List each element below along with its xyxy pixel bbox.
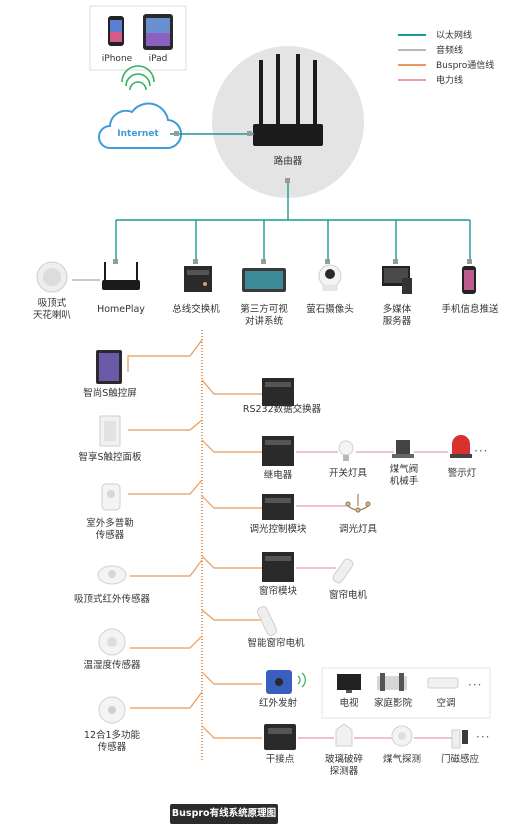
ir-sensor-label: 吸顶式红外传感器: [73, 594, 151, 605]
iphone-icon: [108, 16, 124, 46]
ceiling-speaker-label: 吸顶式天花喇叭: [32, 298, 72, 321]
curtain-motor-icon: [332, 558, 354, 584]
touch-panel-icon: [99, 415, 121, 447]
contact-more-ellipsis: ···: [476, 730, 491, 744]
multi-sensor-label: 12合1多功能传感器: [83, 730, 141, 753]
ir-emitter-label: 红外发射: [258, 698, 298, 709]
glass-break-detector-icon: [335, 723, 353, 747]
media-server-label: 多媒体服务器: [382, 304, 412, 327]
camera-label: 萤石摄像头: [306, 304, 354, 315]
home-theater-label: 家庭影院: [373, 698, 413, 709]
camera-icon: [318, 264, 342, 291]
dry-contact-label: 干接点: [265, 754, 295, 765]
tv-icon: [337, 674, 361, 693]
touch-panel-label: 智享S触控面板: [78, 452, 142, 463]
ceiling-speaker-icon: [36, 261, 68, 293]
internet-cloud-icon: [98, 102, 183, 150]
air-conditioner-label: 空调: [436, 698, 456, 709]
bulb-icon: [338, 440, 354, 461]
smart-curtain-motor-icon: [256, 606, 278, 636]
ipad-label: iPad: [148, 54, 168, 64]
ceiling-ir-sensor-icon: [97, 565, 127, 585]
temp-humidity-sensor-icon: [98, 628, 126, 656]
legend-line-ethernet: [398, 34, 426, 36]
touch-screen-icon: [96, 350, 122, 384]
iphone-label: iPhone: [101, 54, 133, 64]
gas-detector-icon: [391, 725, 413, 747]
warning-light-label: 警示灯: [447, 468, 477, 479]
smartphone-icon: [462, 266, 476, 294]
intercom-screen-icon: [242, 268, 286, 292]
router-icon: [253, 54, 323, 146]
gas-valve-label: 煤气阀机械手: [389, 464, 419, 487]
legend-label-power: 电力线: [436, 76, 464, 86]
warning-light-icon: [450, 435, 472, 458]
door-sensor-label: 门磁感应: [440, 754, 480, 765]
router-label: 路由器: [273, 156, 303, 167]
internet-label: Internet: [117, 129, 159, 139]
ipad-icon: [143, 14, 173, 50]
phone-push-label: 手机信息推送: [441, 304, 499, 315]
legend-line-power: [398, 79, 426, 81]
wifi-icon: [121, 65, 155, 91]
legend-line-audio: [398, 49, 426, 51]
legend-label-audio: 音频线: [436, 46, 464, 56]
ir-more-ellipsis: ···: [468, 678, 483, 692]
gas-detector-label: 煤气探测: [382, 754, 422, 765]
diagram-caption: Buspro有线系统原理图: [170, 804, 278, 824]
media-server-icon: [382, 266, 412, 294]
dimmable-light-label: 调光灯具: [338, 524, 378, 535]
ir-emitter-icon: [266, 670, 292, 694]
switch-light-label: 开关灯具: [328, 468, 368, 479]
rs232-module-icon: [262, 378, 294, 406]
doppler-sensor-label: 室外多普勒传感器: [86, 518, 134, 541]
dimmer-module-icon: [262, 494, 294, 520]
legend-label-buspro: Buspro通信线: [436, 61, 495, 71]
glass-break-label: 玻璃破碎探测器: [324, 754, 364, 777]
rs232-label: RS232数据交换器: [242, 404, 322, 415]
legend-label-ethernet: 以太网线: [436, 31, 473, 41]
relay-more-ellipsis: ···: [474, 444, 489, 458]
gas-valve-icon: [392, 440, 414, 458]
multi-sensor-icon: [98, 696, 126, 724]
smart-curtain-label: 智能窗帘电机: [247, 638, 305, 649]
air-conditioner-icon: [427, 677, 459, 689]
homeplay-icon: [102, 262, 140, 290]
bus-switch-label: 总线交换机: [172, 304, 220, 315]
chandelier-icon: [345, 494, 371, 513]
door-magnet-sensor-icon: [451, 729, 468, 749]
dimmer-label: 调光控制模块: [249, 524, 307, 535]
dry-contact-module-icon: [264, 724, 296, 750]
intercom-label: 第三方可视对讲系统: [240, 304, 288, 327]
homeplay-label: HomePlay: [97, 304, 145, 315]
ir-signal-icon: [297, 672, 306, 688]
touch-screen-label: 智尚S触控屏: [83, 388, 137, 399]
relay-module-icon: [262, 436, 294, 466]
curtain-module-icon: [262, 552, 294, 582]
home-theater-icon: [377, 673, 407, 691]
bus-switch-icon: [184, 266, 212, 292]
router-backdrop: [212, 46, 364, 198]
legend-line-buspro: [398, 64, 426, 66]
curtain-motor-label: 窗帘电机: [328, 590, 368, 601]
tv-label: 电视: [339, 698, 359, 709]
doppler-sensor-icon: [101, 483, 121, 511]
curtain-module-label: 窗帘模块: [258, 586, 298, 597]
relay-label: 继电器: [263, 470, 293, 481]
temp-sensor-label: 温湿度传感器: [83, 660, 141, 671]
